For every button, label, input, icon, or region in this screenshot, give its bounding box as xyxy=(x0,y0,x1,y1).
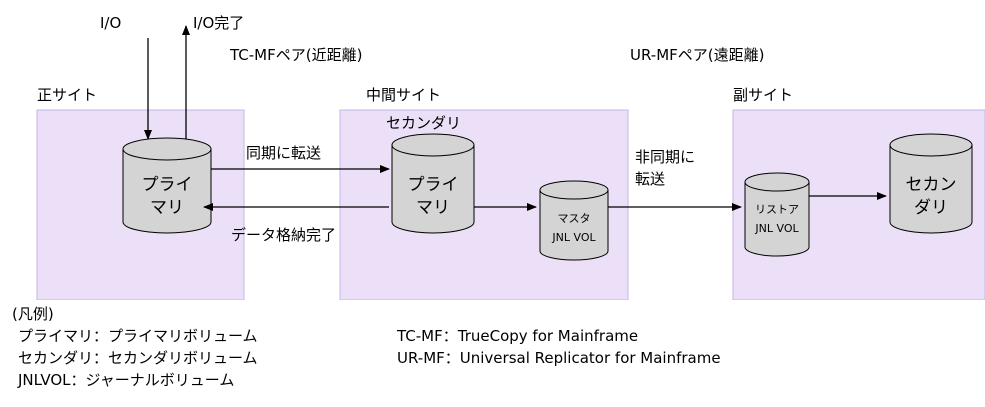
legend-tc-def: TC-MF：TrueCopy for Mainframe xyxy=(397,327,639,345)
master-jnl-label-1: マスタ xyxy=(558,212,591,225)
primary-volume-label-1: プライ xyxy=(142,175,193,195)
legend: (凡例) プライマリ：プライマリボリューム TC-MF：TrueCopy for… xyxy=(12,303,721,391)
legend-primary-def: プライマリ：プライマリボリューム xyxy=(18,327,258,345)
primary-site-label: 正サイト xyxy=(37,86,97,104)
ur-pair-label: UR-MFペア(遠距離) xyxy=(630,46,764,64)
legend-secondary-def: セカンダリ：セカンダリボリューム xyxy=(18,349,258,367)
async-transfer-label-2: 転送 xyxy=(635,170,665,188)
secondary-volume-cylinder: セカン ダリ xyxy=(889,133,973,234)
async-transfer-label-1: 非同期に xyxy=(635,148,695,166)
io-done-label: I/O完了 xyxy=(193,14,244,32)
secondary-site-label: 副サイト xyxy=(733,86,793,104)
restore-jnl-volume-cylinder: リストア JNL VOL xyxy=(744,172,810,257)
restore-jnl-label-2: JNL VOL xyxy=(754,222,799,235)
tc-pair-label: TC-MFペア(近距離) xyxy=(229,46,362,64)
intermediate-primary-label-1: プライ xyxy=(408,175,459,195)
io-label: I/O xyxy=(100,14,121,32)
master-jnl-label-2: JNL VOL xyxy=(551,231,596,244)
secondary-volume-label-1: セカン xyxy=(906,175,957,195)
intermediate-primary-label-2: マリ xyxy=(416,198,450,218)
intermediate-secondary-label: セカンダリ xyxy=(386,114,461,132)
sync-transfer-label: 同期に転送 xyxy=(246,144,321,162)
master-jnl-volume-cylinder: マスタ JNL VOL xyxy=(539,180,609,261)
primary-volume-label-2: マリ xyxy=(150,198,184,218)
intermediate-primary-volume-cylinder: プライ マリ xyxy=(391,133,475,234)
primary-volume-cylinder: プライ マリ xyxy=(122,137,212,234)
legend-ur-def: UR-MF：Universal Replicator for Mainframe xyxy=(397,349,721,367)
legend-title: (凡例) xyxy=(12,305,54,323)
remote-copy-diagram: I/O I/O完了 TC-MFペア(近距離) UR-MFペア(遠距離) 正サイト… xyxy=(36,14,985,300)
legend-jnl-def: JNLVOL：ジャーナルボリューム xyxy=(18,371,235,389)
restore-jnl-label-1: リストア xyxy=(755,203,799,216)
intermediate-site-label: 中間サイト xyxy=(366,86,441,104)
data-stored-label: データ格納完了 xyxy=(231,226,336,244)
secondary-volume-label-2: ダリ xyxy=(914,198,948,218)
